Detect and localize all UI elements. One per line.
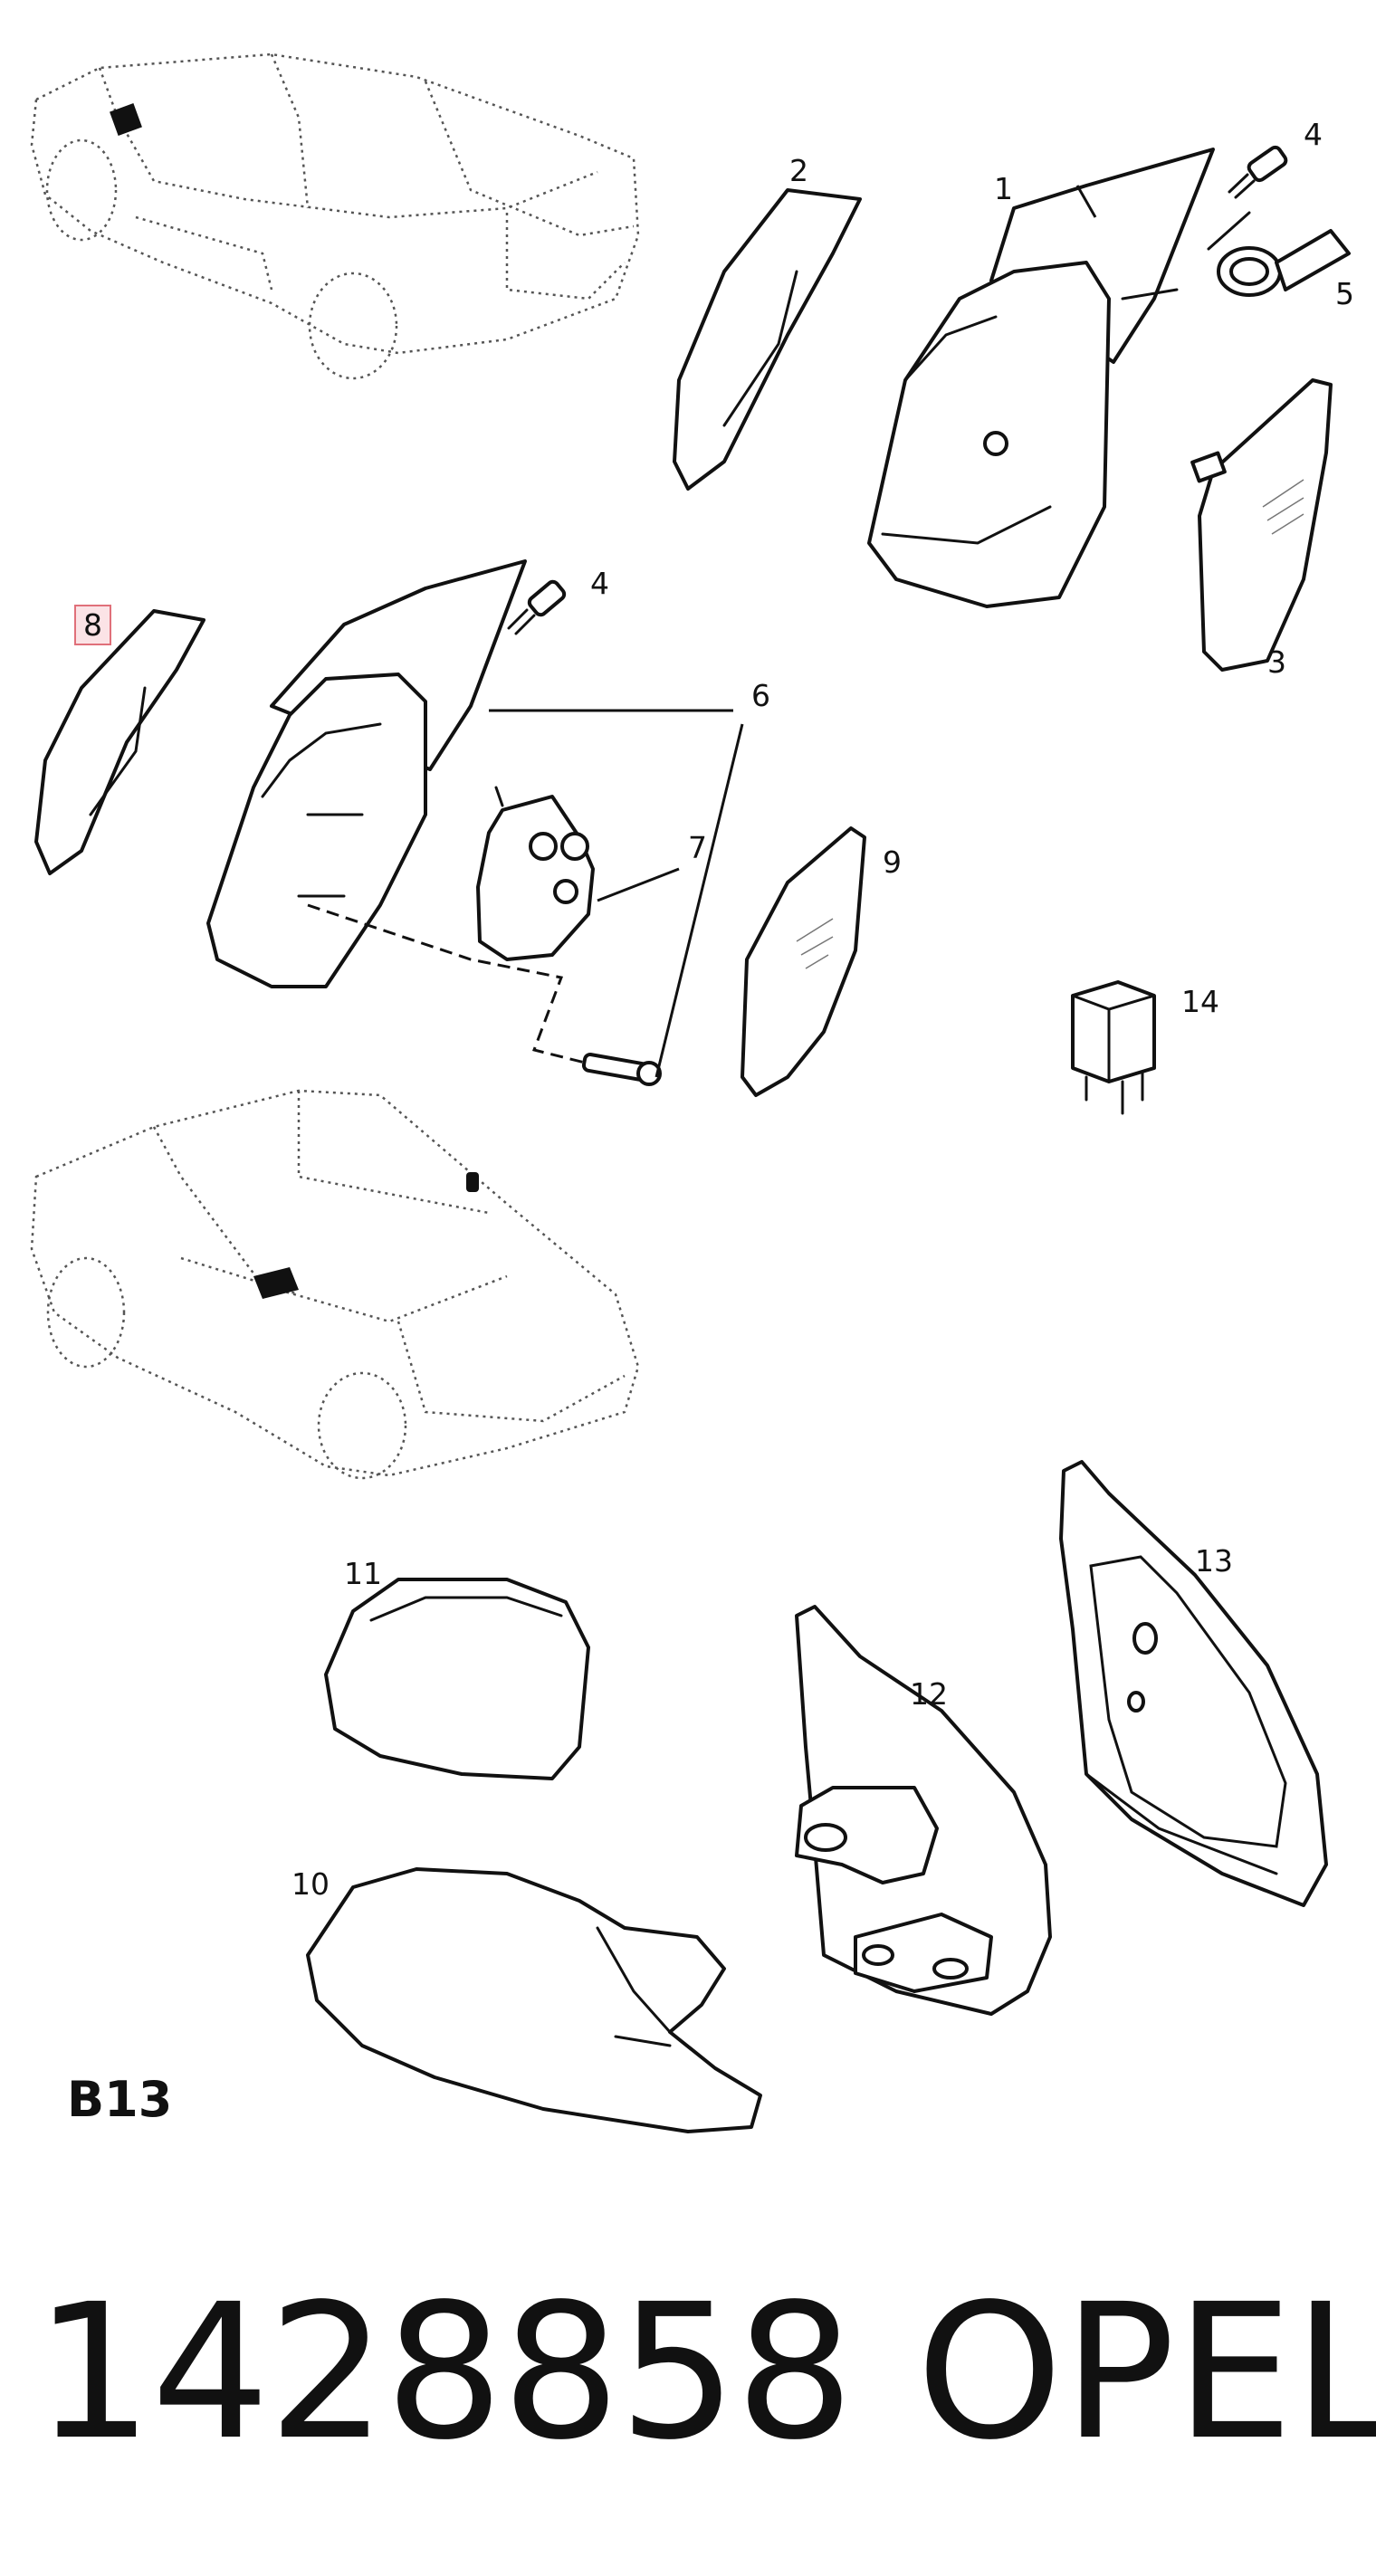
part-5-grommet <box>1217 229 1351 297</box>
hatchback-car-illustration <box>30 52 640 380</box>
part-6-mirror-housing <box>206 559 527 988</box>
group-code: B13 <box>67 2071 173 2128</box>
callout-4-middle: 4 <box>590 566 609 601</box>
part-14-relay <box>1071 980 1156 1115</box>
part-13-mirror-base <box>1059 1460 1328 1907</box>
part-4-screw-middle <box>507 579 567 635</box>
callout-12: 12 <box>910 1676 948 1712</box>
leader-lines <box>307 185 1097 1078</box>
part-7-adjust-motor <box>476 786 595 961</box>
callout-6: 6 <box>751 678 770 713</box>
callout-10: 10 <box>291 1866 330 1902</box>
callout-7: 7 <box>688 830 707 865</box>
part-number: 1428858 <box>34 2264 854 2481</box>
part-1-mirror-housing <box>867 148 1215 608</box>
callout-11: 11 <box>344 1556 382 1591</box>
part-8-mirror-cover <box>34 609 205 875</box>
callout-9: 9 <box>883 844 902 880</box>
callout-8-highlighted[interactable]: 8 <box>74 605 111 645</box>
part-4-screw-top <box>1228 145 1288 199</box>
callout-14: 14 <box>1181 984 1219 1019</box>
brand-name: OPEL <box>916 2264 1376 2481</box>
part-12-mirror-base <box>795 1605 1052 2016</box>
callout-1: 1 <box>994 171 1013 206</box>
part-11-mirror-glass <box>324 1578 590 1780</box>
part-2-mirror-cover <box>673 188 862 491</box>
callout-4-top: 4 <box>1304 117 1323 152</box>
callout-13: 13 <box>1195 1543 1233 1579</box>
callout-2: 2 <box>789 153 808 188</box>
part-9-mirror-glass <box>741 826 866 1097</box>
callout-3: 3 <box>1267 644 1286 680</box>
part-3-mirror-glass <box>1190 378 1333 672</box>
adjust-screw <box>581 1053 662 1086</box>
sedan-car-illustration <box>30 1089 640 1480</box>
part-10-mirror-cover <box>306 1867 762 2133</box>
callout-5: 5 <box>1335 276 1354 311</box>
